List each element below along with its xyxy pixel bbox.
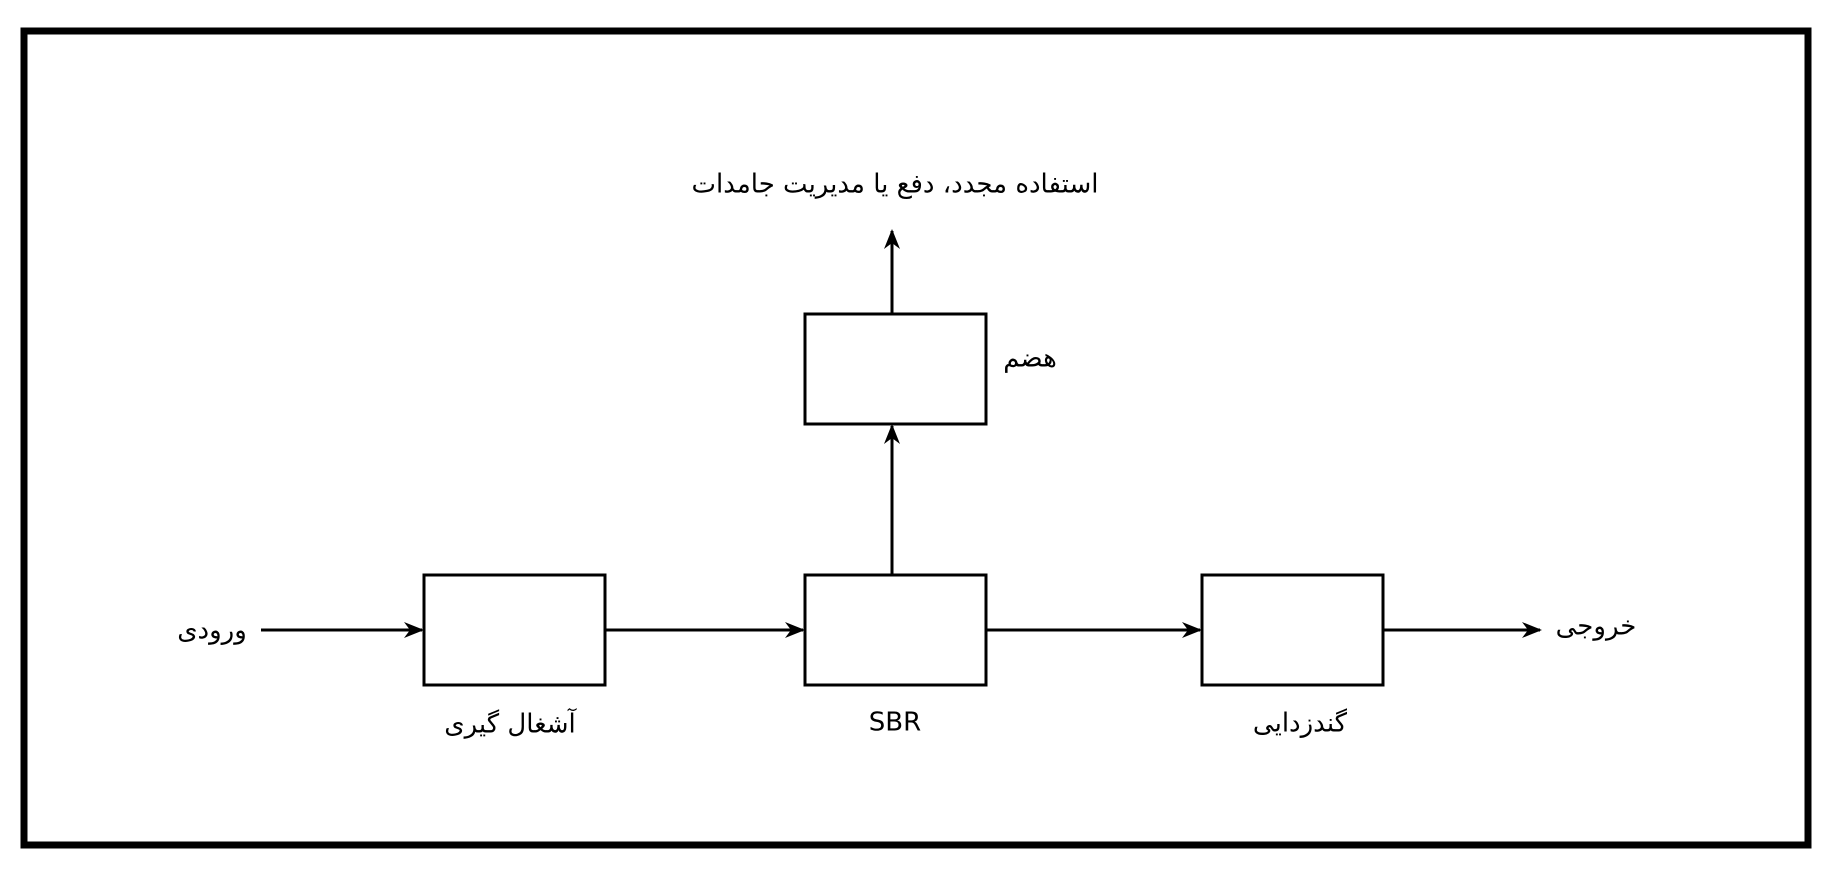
solids-management-label: استفاده مجدد، دفع یا مدیریت جامدات [692,170,1099,200]
output-label: خروجی [1556,612,1637,642]
screening-box [422,573,607,687]
sbr-box [803,573,988,687]
disinfection-label: گندزدایی [1253,708,1348,739]
input-label: ورودی [177,616,247,646]
outer-frame [20,27,1812,849]
sbr-label: SBR [869,708,921,738]
digestion-label: هضم [1003,344,1057,374]
disinfection-box [1200,573,1385,687]
digestion-box [803,312,988,426]
screening-label: آشغال گیری [444,708,577,740]
